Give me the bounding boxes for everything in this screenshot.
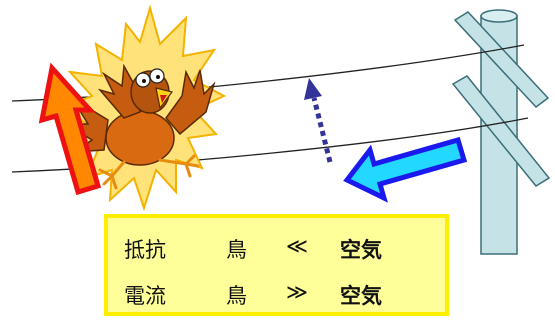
air-label: 空気 [340, 238, 382, 262]
bird-body [105, 110, 175, 166]
bird-label: 鳥 [226, 238, 247, 262]
resistance-row: 抵抗 鳥 ≪ 空気 [108, 228, 445, 268]
bird-leg-left [98, 160, 126, 190]
dotted-arrow-shaft [311, 97, 333, 163]
bird-leg-right [158, 154, 200, 178]
pole-top [480, 9, 518, 23]
air-label: 空気 [340, 284, 382, 308]
utility-pole [451, 9, 551, 255]
comparison-box: 抵抗 鳥 ≪ 空気 電流 鳥 ≫ 空気 [104, 214, 449, 316]
resistance-term: 抵抗 [124, 238, 166, 262]
current-row: 電流 鳥 ≫ 空気 [108, 274, 445, 314]
shocked-bird [63, 63, 216, 190]
dotted-arrow-head [304, 78, 322, 100]
bird-right-wing [165, 69, 216, 136]
bird-mouth [160, 95, 167, 103]
much-greater-than-symbol: ≫ [286, 280, 308, 304]
bird-label: 鳥 [226, 284, 247, 308]
blue-left-arrow [343, 136, 468, 203]
much-less-than-symbol: ≪ [286, 234, 308, 258]
crossarm-upper [453, 11, 550, 109]
crossarm-lower [451, 75, 551, 187]
red-up-arrow [38, 62, 102, 196]
current-term: 電流 [124, 284, 166, 308]
bird-pupil-right [156, 75, 160, 79]
bird-pupil-left [142, 79, 146, 83]
